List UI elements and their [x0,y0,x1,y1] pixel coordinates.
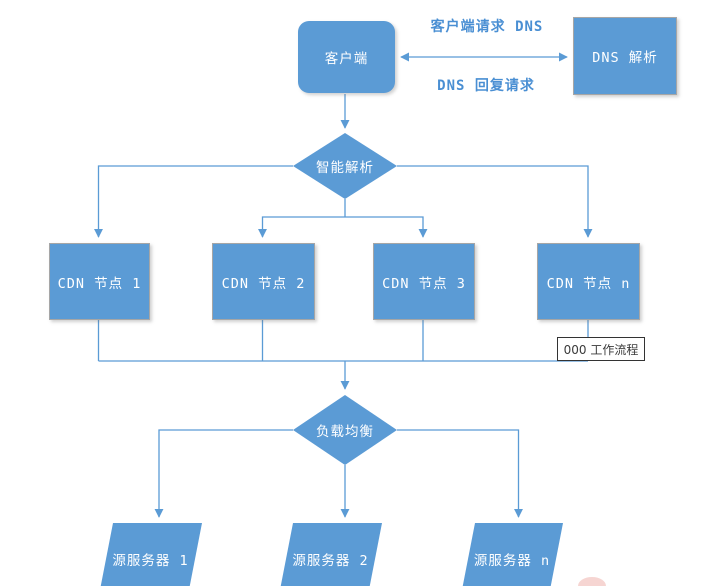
node-origin-server-n: 源服务器 n [461,523,563,586]
node-dns-resolution: DNS 解析 [573,17,677,95]
red-watermark-arc [578,577,606,586]
connector-lb-to-originn [397,429,524,518]
node-origin-server-1: 源服务器 1 [99,523,202,586]
connector-smart-to-cdn3 [345,216,428,238]
edge-label-client-request-dns: 客户端请求 DNS [430,19,544,35]
workflow-caption-box: 000 工作流程 [557,337,645,361]
connector-smart-to-cdnn [397,165,593,238]
node-cdn-1: CDN 节点 1 [49,243,150,320]
edge-label-dns-reply: DNS 回复请求 [437,78,535,94]
node-cdn-2: CDN 节点 2 [212,243,315,320]
node-cdn-n: CDN 节点 n [537,243,640,320]
connector-lb-to-origin1 [154,429,293,518]
node-cdn-3: CDN 节点 3 [373,243,475,320]
connector-smart-to-cdn1 [93,165,293,238]
connector-cdn-drops [97,318,589,361]
node-origin-server-2: 源服务器 2 [279,523,382,586]
connector-smart-to-cdn2 [257,216,345,238]
node-client: 客户端 [298,21,395,93]
